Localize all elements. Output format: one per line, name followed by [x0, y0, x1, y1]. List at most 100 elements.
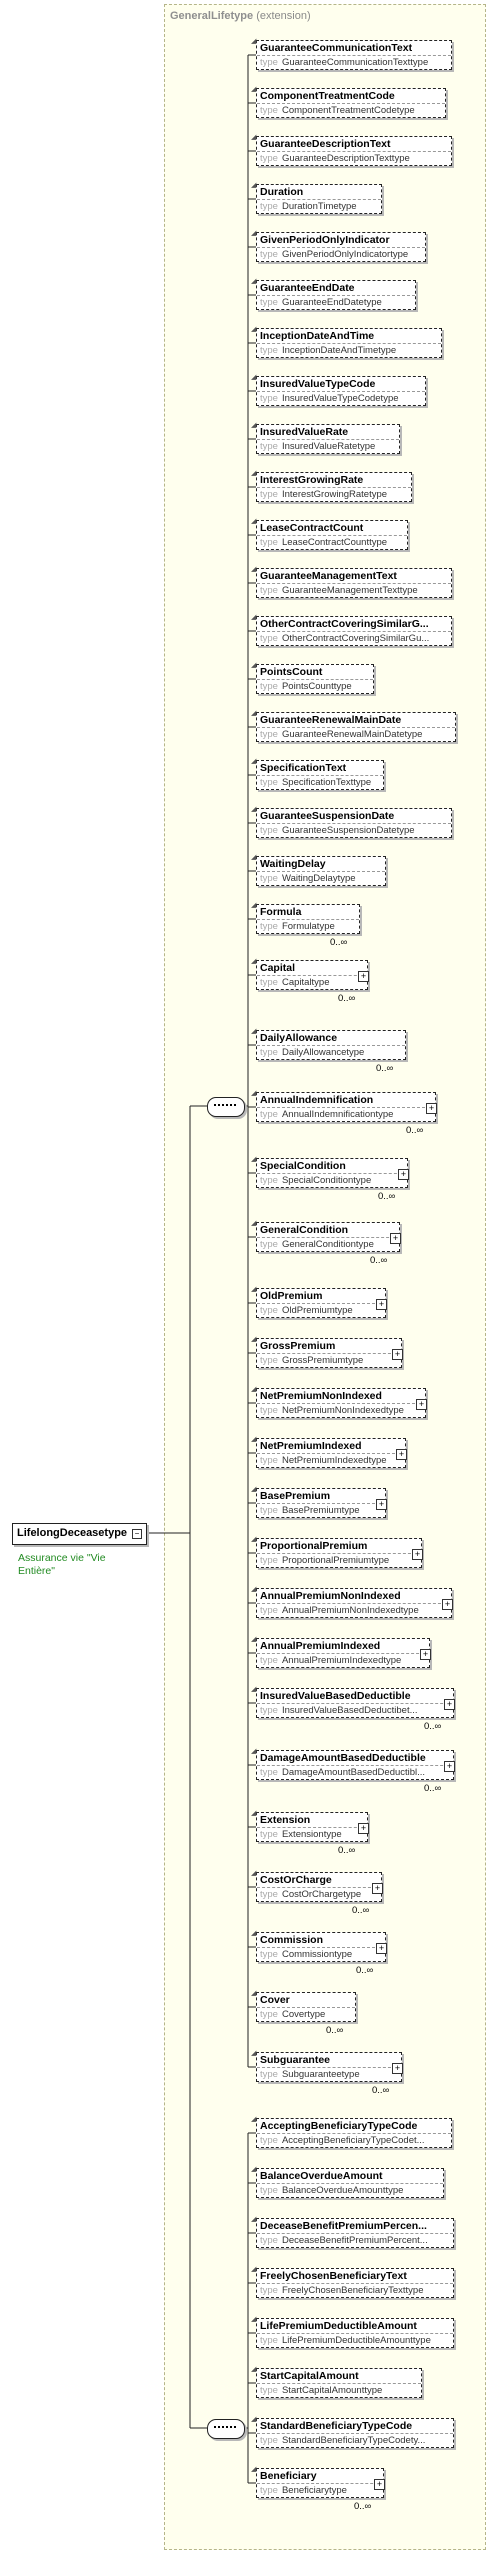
attribute-marker-icon: ◢ [251, 1686, 257, 1693]
expand-icon[interactable]: + [420, 1649, 431, 1660]
attribute-marker-icon: ◢ [251, 422, 257, 429]
type-name: CostOrChargetype [281, 1889, 362, 1900]
element-name: AnnualPremiumIndexed [260, 1640, 381, 1652]
attribute-marker-icon: ◢ [251, 1286, 257, 1293]
type-name: PointsCounttype [281, 681, 352, 692]
type-keyword: type [260, 297, 278, 308]
type-name: GivenPeriodOnlyIndicatortype [281, 249, 409, 260]
type-name: ComponentTreatmentCodetype [281, 105, 415, 116]
expand-icon[interactable]: + [442, 1599, 453, 1610]
element-name: NetPremiumIndexed [260, 1440, 362, 1452]
type-keyword: type [260, 2435, 278, 2446]
type-keyword: type [260, 249, 278, 260]
type-name: Capitaltype [281, 977, 330, 988]
type-keyword: type [260, 2235, 278, 2246]
expand-icon[interactable]: + [358, 1823, 369, 1834]
expand-icon[interactable]: + [426, 1103, 437, 1114]
sequence-compositor[interactable] [207, 1097, 245, 1117]
collapse-icon[interactable]: − [132, 1529, 142, 1539]
expand-icon[interactable]: + [396, 1449, 407, 1460]
expand-icon[interactable]: + [392, 2063, 403, 2074]
element-name: GuaranteeEndDate [260, 282, 355, 294]
expand-icon[interactable]: + [412, 1549, 423, 1560]
expand-icon[interactable]: + [444, 1761, 455, 1772]
expand-icon[interactable]: + [376, 1299, 387, 1310]
type-keyword: type [260, 1829, 278, 1840]
type-name: InsuredValueRatetype [281, 441, 376, 452]
expand-icon[interactable]: + [374, 2479, 385, 2490]
expand-icon[interactable]: + [416, 1399, 427, 1410]
type-name: Covertype [281, 2009, 326, 2020]
type-keyword: type [260, 441, 278, 452]
expand-icon[interactable]: + [398, 1169, 409, 1180]
element-name: GuaranteeManagementText [260, 570, 397, 582]
expand-icon[interactable]: + [444, 1699, 455, 1710]
expand-icon[interactable]: + [372, 1883, 383, 1894]
expand-icon[interactable]: + [376, 1943, 387, 1954]
cardinality-label: 0..∞ [378, 1191, 396, 1202]
expand-icon[interactable]: + [390, 1233, 401, 1244]
element-name: NetPremiumNonIndexed [260, 1390, 382, 1402]
attribute-marker-icon: ◢ [251, 1090, 257, 1097]
element-name: LeaseContractCount [260, 522, 364, 534]
expand-icon[interactable]: + [376, 1499, 387, 1510]
type-name: InceptionDateAndTimetype [281, 345, 397, 356]
element-divider [257, 1553, 421, 1554]
element-name: SpecificationText [260, 762, 347, 774]
root-element[interactable]: LifelongDeceasetype − [12, 1523, 147, 1545]
sequence-compositor[interactable] [207, 2419, 245, 2439]
expand-icon[interactable]: + [392, 1349, 403, 1360]
element-name: CostOrCharge [260, 1874, 332, 1886]
expand-icon[interactable]: + [358, 971, 369, 982]
